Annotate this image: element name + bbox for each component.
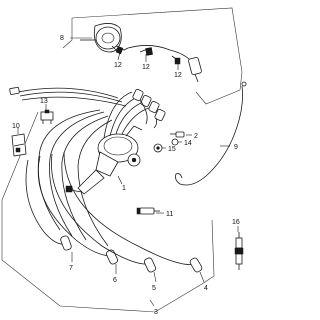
- diagram-canvas: 8 12 12 12 13 10 2 14 15 9 1 11 16 7 6 5…: [1, 7, 247, 316]
- sensor-wire: [175, 81, 247, 186]
- wire-bracket: [11, 133, 27, 157]
- part-label-9: 9: [234, 144, 238, 151]
- lead-7: [25, 159, 72, 251]
- part-label-14: 14: [184, 140, 192, 147]
- part-label-11: 11: [166, 211, 173, 218]
- washer: [171, 138, 179, 146]
- part-label-12a: 12: [114, 62, 122, 69]
- part-label-2: 2: [194, 133, 198, 140]
- upper-lead-bundle: [9, 86, 127, 107]
- connector-set-middle: [139, 47, 153, 56]
- upper-subassembly-frame: [62, 7, 243, 105]
- connector-set-left: [111, 45, 124, 55]
- coil-assembly: [80, 23, 129, 53]
- boot-cluster: [132, 89, 166, 129]
- part-label-6: 6: [113, 277, 117, 284]
- part-label-12c: 12: [174, 72, 182, 79]
- mount-clip: [40, 109, 54, 124]
- part-label-13: 13: [40, 98, 48, 105]
- spark-plug: [234, 232, 244, 270]
- lead-terminal-top: [188, 57, 202, 83]
- part-label-1: 1: [122, 185, 126, 192]
- part-label-7: 7: [69, 265, 73, 272]
- main-assembly-frame: [1, 111, 215, 313]
- lead-connector: [136, 207, 160, 215]
- part-label-10: 10: [12, 123, 20, 130]
- lead-4: [63, 151, 203, 273]
- leader-lines: [17, 37, 239, 307]
- distributor: [65, 125, 143, 195]
- nut: [153, 143, 163, 153]
- part-label-4: 4: [204, 285, 208, 292]
- part-label-5: 5: [152, 285, 156, 292]
- part-label-12b: 12: [142, 64, 150, 71]
- plug-lead-arcs: [37, 109, 113, 247]
- part-label-16: 16: [232, 219, 240, 226]
- ignition-parts-diagram: 8 12 12 12 13 10 2 14 15 9 1 11 16 7 6 5…: [1, 7, 247, 316]
- connector-set-right: [171, 55, 181, 65]
- part-label-3: 3: [154, 309, 158, 316]
- lead-5: [51, 153, 156, 273]
- part-label-15: 15: [168, 146, 176, 153]
- bolt: [170, 131, 185, 138]
- coil-lead-wire: [127, 45, 197, 69]
- part-label-8: 8: [60, 35, 64, 42]
